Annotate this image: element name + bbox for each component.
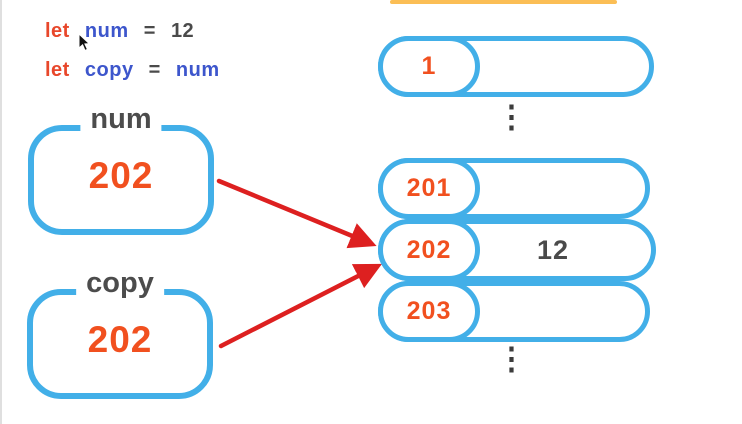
code-operator: = — [143, 20, 156, 42]
variable-value: 202 — [88, 155, 154, 196]
address-pill: 202 — [378, 219, 480, 281]
memory-cell-201: 201 — [378, 158, 650, 219]
address-label: 1 — [421, 52, 437, 80]
variable-name-label: num — [80, 104, 162, 134]
code-value: num — [175, 59, 220, 81]
cell-value: 12 — [536, 234, 570, 265]
top-highlight-bar — [390, 0, 617, 4]
code-keyword: let — [45, 20, 70, 42]
mouse-pointer-icon — [78, 33, 91, 52]
code-line-2: let copy = num — [45, 59, 220, 82]
variable-box-num: num 202 — [28, 104, 214, 235]
memory-cell-202: 202 12 — [378, 219, 656, 281]
code-operator: = — [148, 59, 161, 81]
variable-value: 202 — [87, 319, 153, 360]
arrow-copy-to-202 — [218, 263, 383, 349]
variable-box-copy: copy 202 — [27, 268, 213, 399]
address-label: 203 — [406, 297, 452, 325]
canvas-edge-strip — [0, 0, 2, 424]
address-pill: 201 — [378, 158, 480, 219]
code-keyword: let — [45, 59, 70, 81]
address-pill: 203 — [378, 281, 480, 342]
code-identifier: num — [84, 20, 129, 42]
cell-value — [513, 41, 593, 92]
vertical-ellipsis-icon: ⋮ — [496, 341, 527, 376]
code-identifier: copy — [84, 59, 134, 81]
cell-value — [513, 286, 593, 337]
code-line-1: let num = 12 — [45, 20, 194, 43]
address-label: 202 — [406, 235, 452, 264]
arrow-num-to-202 — [216, 178, 377, 249]
memory-cell-203: 203 — [378, 281, 650, 342]
address-pill: 1 — [378, 36, 480, 97]
address-label: 201 — [406, 174, 452, 202]
memory-cell-1: 1 — [378, 36, 654, 97]
vertical-ellipsis-icon: ⋮ — [496, 99, 527, 134]
code-value: 12 — [170, 20, 195, 42]
variable-name-label: copy — [76, 268, 164, 298]
cell-value — [513, 163, 593, 214]
